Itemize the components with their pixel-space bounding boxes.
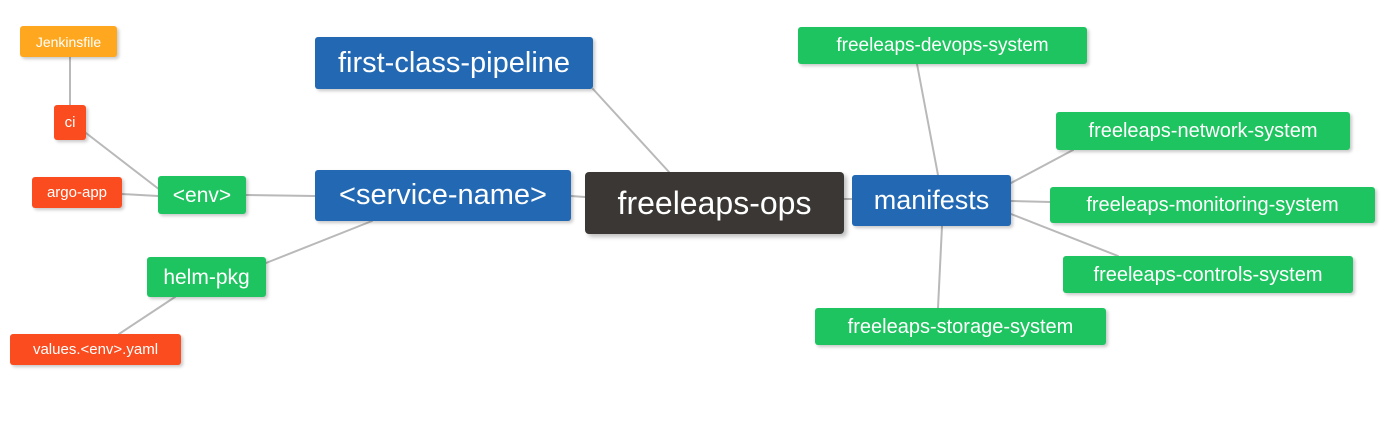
- edge-service-name-to-root: [570, 195, 586, 198]
- edge-helm-pkg-to-service-name: [265, 220, 373, 264]
- node-storage[interactable]: freeleaps-storage-system: [815, 308, 1106, 345]
- node-service-name[interactable]: <service-name>: [315, 170, 571, 221]
- node-env[interactable]: <env>: [158, 176, 246, 214]
- edge-manifests-to-devops: [916, 63, 939, 176]
- node-helm-pkg[interactable]: helm-pkg: [147, 257, 266, 297]
- edge-manifests-to-storage: [937, 225, 943, 309]
- node-pipeline[interactable]: first-class-pipeline: [315, 37, 593, 89]
- edge-argo-app-to-env: [121, 193, 159, 197]
- node-ci[interactable]: ci: [54, 105, 86, 140]
- node-values-yaml[interactable]: values.<env>.yaml: [10, 334, 181, 365]
- node-controls[interactable]: freeleaps-controls-system: [1063, 256, 1353, 293]
- node-devops[interactable]: freeleaps-devops-system: [798, 27, 1087, 64]
- edge-values-yaml-to-helm-pkg: [118, 296, 176, 335]
- edge-pipeline-to-root: [592, 88, 670, 173]
- edge-manifests-to-monitoring: [1010, 200, 1051, 203]
- node-jenkinsfile[interactable]: Jenkinsfile: [20, 26, 117, 57]
- node-root[interactable]: freeleaps-ops: [585, 172, 844, 234]
- edge-manifests-to-network: [1010, 149, 1074, 184]
- node-monitoring[interactable]: freeleaps-monitoring-system: [1050, 187, 1375, 223]
- node-argo-app[interactable]: argo-app: [32, 177, 122, 208]
- node-network[interactable]: freeleaps-network-system: [1056, 112, 1350, 150]
- node-manifests[interactable]: manifests: [852, 175, 1011, 226]
- edge-env-to-service-name: [245, 194, 316, 197]
